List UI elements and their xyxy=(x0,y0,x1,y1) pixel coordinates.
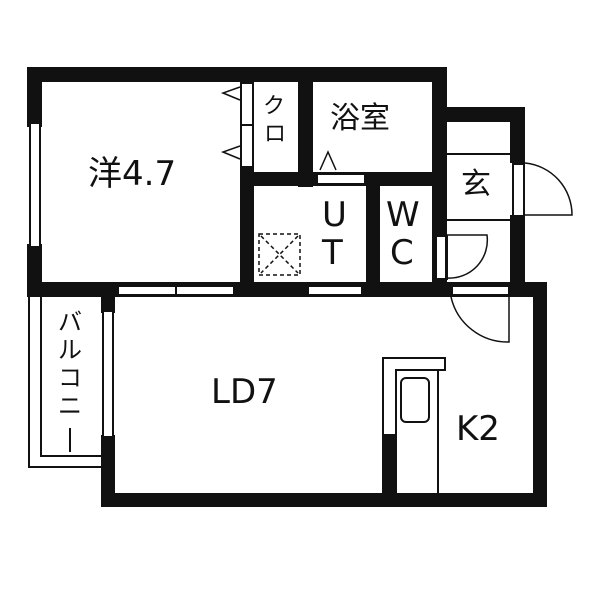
room-label-closet-1: ク xyxy=(263,94,286,119)
closet-door-triangle-2 xyxy=(220,145,241,160)
room-label-entrance: 玄 xyxy=(461,167,491,202)
room-label-toilet-1: W xyxy=(386,195,420,235)
balcony-char: ニ xyxy=(58,392,82,420)
entrance-door-swing xyxy=(524,162,573,216)
outer-wall-entrance-right-lower xyxy=(510,215,525,297)
outer-wall-ld-left-top xyxy=(101,283,115,313)
balcony-inner-bottom xyxy=(40,455,101,457)
room-label-toilet-2: C xyxy=(390,233,414,273)
balcony-char: ー xyxy=(69,428,71,452)
entrance-line-bottom xyxy=(447,219,510,221)
closet-door-triangle-1 xyxy=(220,86,241,101)
outer-wall-ld-left-bottom xyxy=(101,435,115,507)
balcony-outer-bottom xyxy=(28,466,101,468)
balcony-char: コ xyxy=(58,364,82,392)
window-west-room-left xyxy=(29,122,41,248)
ventilation-fan-icon xyxy=(258,233,301,276)
counter-front-line xyxy=(437,369,439,497)
door-bathroom xyxy=(316,173,366,185)
door-ut-bottom xyxy=(307,285,363,296)
closet-door-2 xyxy=(240,124,254,168)
room-label-living-dining: LD7 xyxy=(211,372,278,412)
balcony-char: ル xyxy=(58,336,82,364)
wall-ut-wc xyxy=(366,172,380,297)
room-label-kitchen: K2 xyxy=(456,409,500,449)
room-label-balcony: バ ル コ ニ ー xyxy=(55,308,85,452)
outer-wall-entrance-top xyxy=(432,107,525,122)
outer-wall-bottom xyxy=(101,493,547,507)
counter-outer-left xyxy=(382,357,384,497)
window-ld-left xyxy=(102,310,114,438)
wall-closet-right xyxy=(298,67,313,187)
outer-wall-right xyxy=(533,283,547,507)
door-kitchen-top xyxy=(451,285,510,296)
wc-door-swing xyxy=(446,234,489,279)
room-label-utility-2: T xyxy=(322,233,343,273)
outer-wall-top xyxy=(27,67,447,82)
counter-outer-top xyxy=(382,357,446,359)
entrance-line-top xyxy=(447,153,510,155)
balcony-inner-left xyxy=(40,296,42,456)
room-label-bathroom: 浴室 xyxy=(330,101,390,136)
counter-inner-left xyxy=(395,369,397,497)
room-label-closet-2: ロ xyxy=(264,122,287,147)
sink-outline xyxy=(400,377,430,423)
entrance-door-frame xyxy=(512,163,525,217)
outer-wall-left-upper xyxy=(27,67,42,127)
kitchen-door-swing xyxy=(450,296,510,343)
room-label-western: 洋4.7 xyxy=(88,154,177,194)
room-label-utility-1: U xyxy=(322,195,347,235)
counter-wall-block xyxy=(382,434,397,497)
outer-wall-entrance-right-upper xyxy=(510,107,525,163)
balcony-char: バ xyxy=(58,308,82,336)
bath-door-triangle xyxy=(319,150,337,171)
balcony-outer-left xyxy=(28,296,30,468)
counter-outer-right xyxy=(444,357,446,371)
window-ld-top-2 xyxy=(175,285,235,296)
counter-inner-top xyxy=(395,369,446,371)
